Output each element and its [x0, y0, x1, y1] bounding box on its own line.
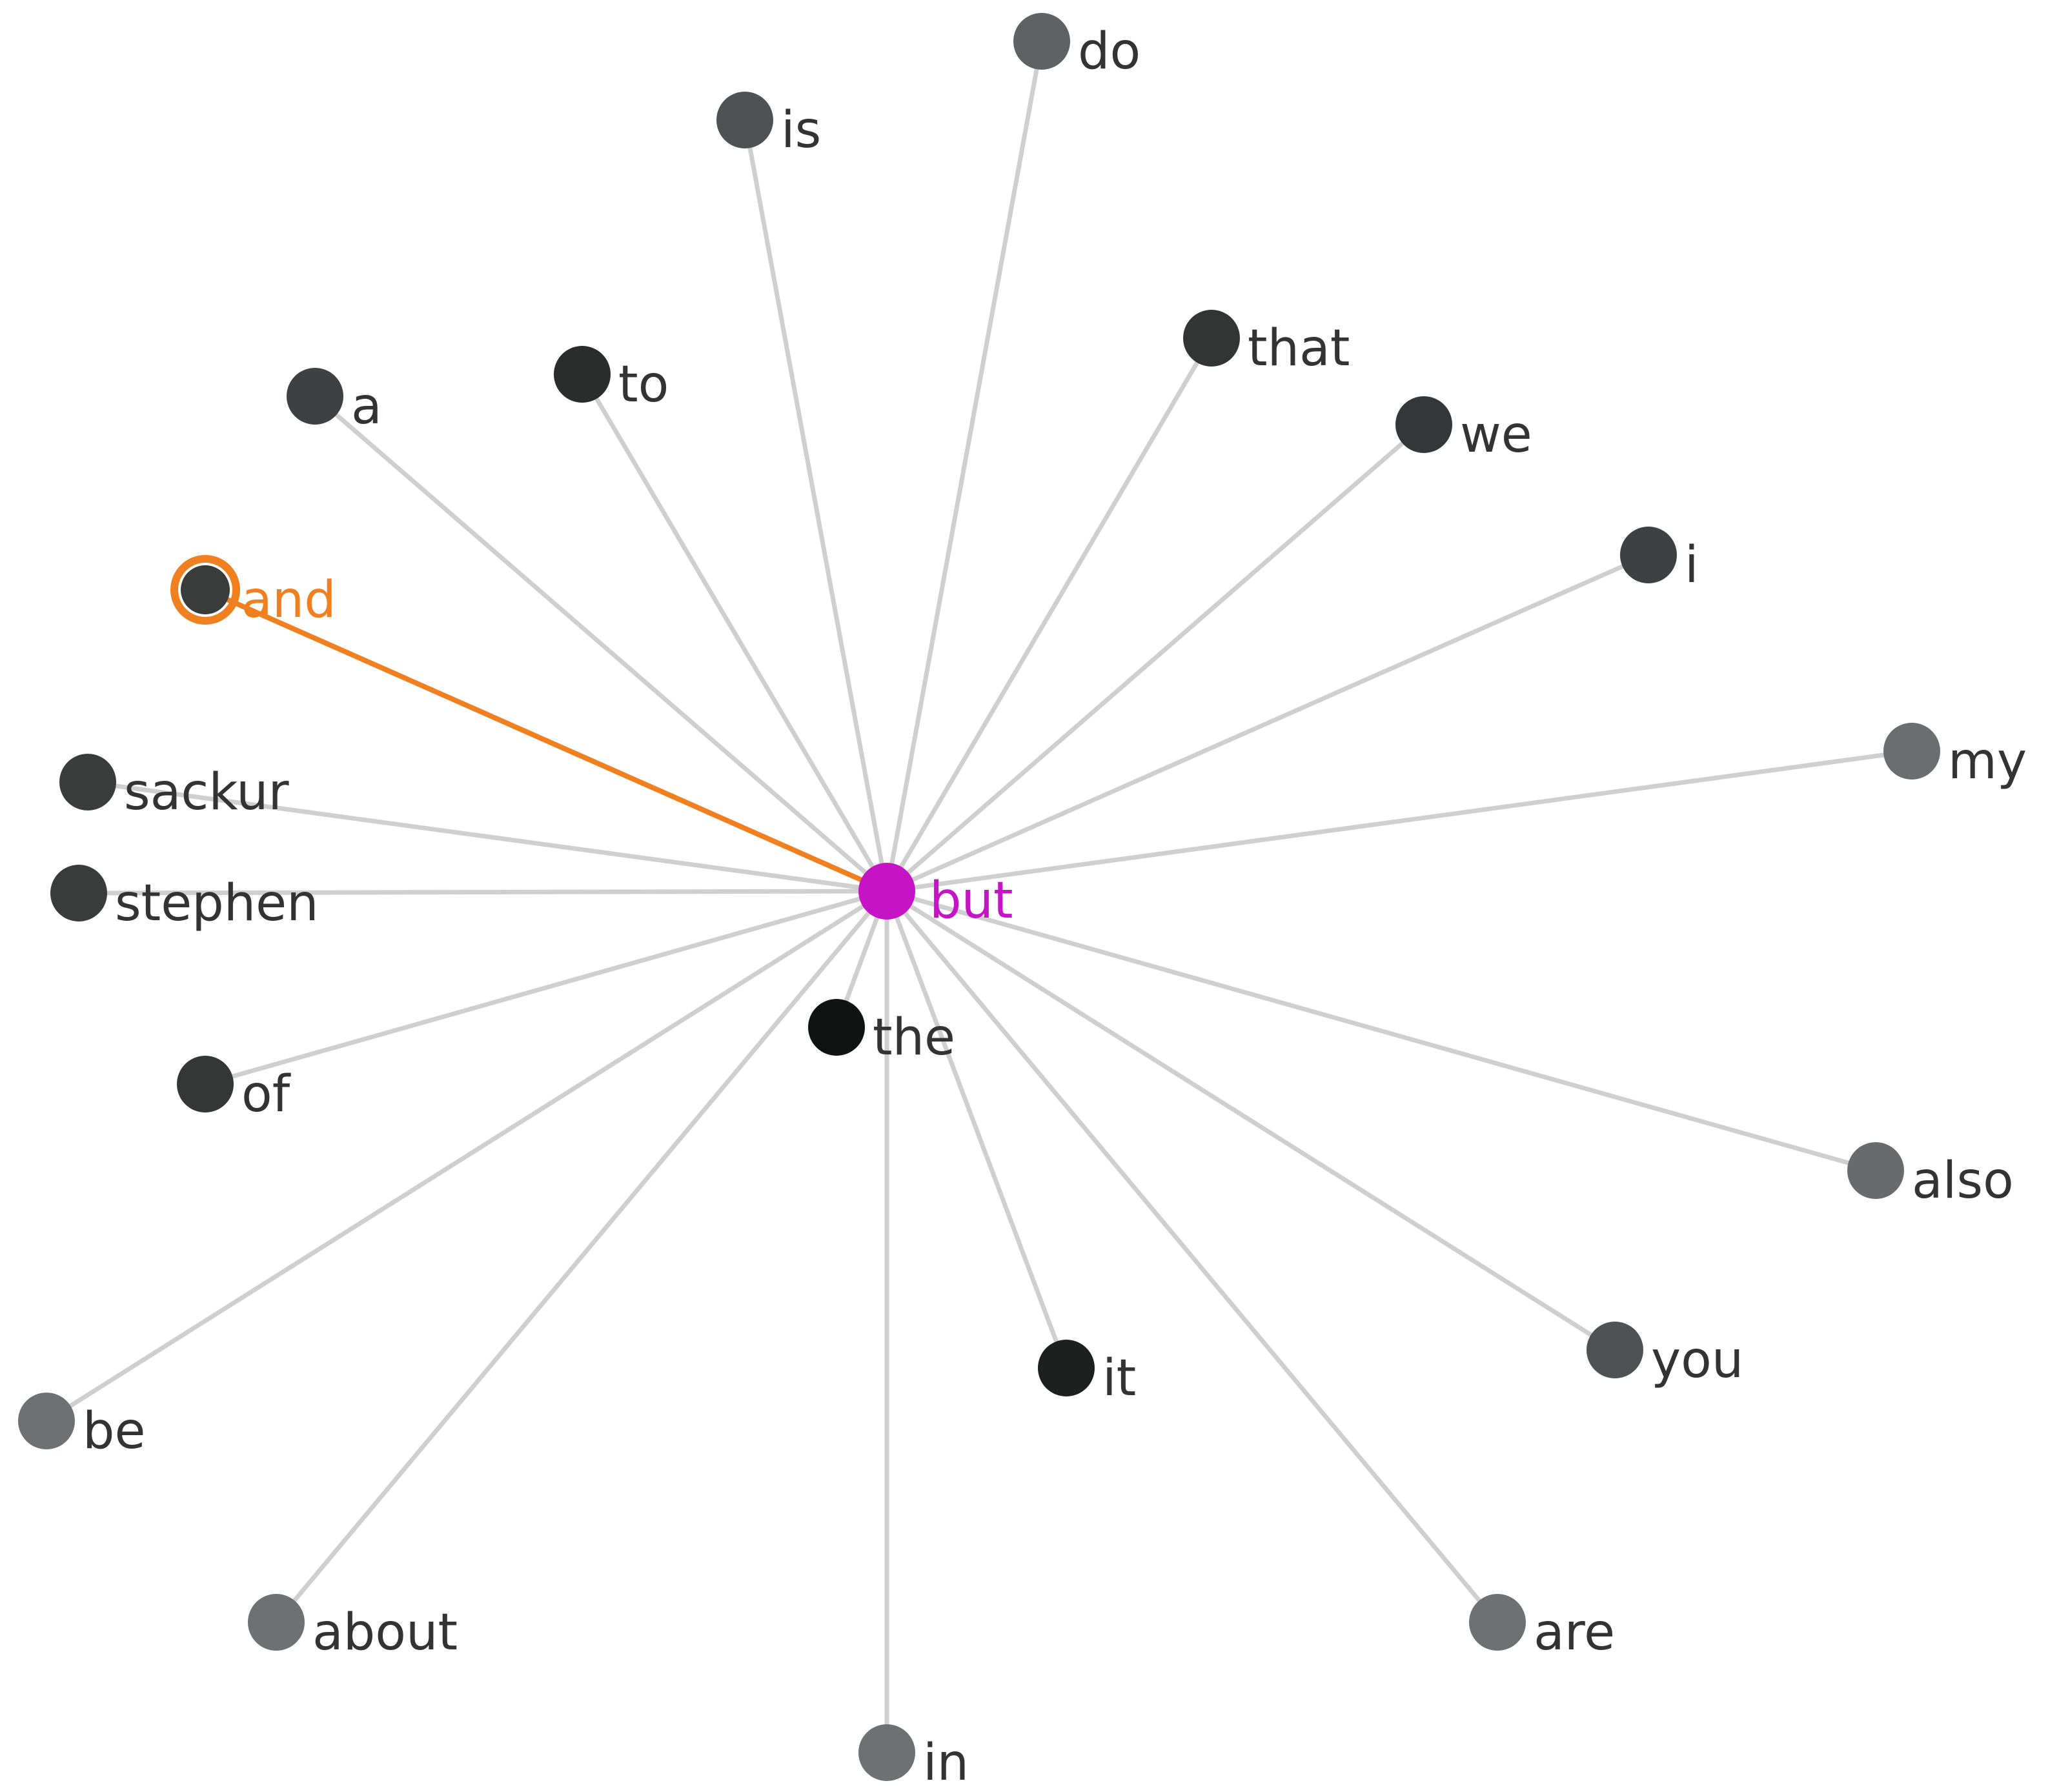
- edge-but-and: [203, 587, 889, 894]
- edge-but-of: [203, 889, 889, 1087]
- node-label-it: it: [1102, 1349, 1136, 1407]
- center-node-but[interactable]: but: [858, 863, 1013, 930]
- node-circle-be[interactable]: [18, 1393, 75, 1449]
- node-circle-in[interactable]: [858, 1724, 915, 1781]
- node-label-in: in: [923, 1734, 969, 1792]
- nodes: do is that to a we i and my sackur stephen the of als…: [18, 13, 2027, 1792]
- node-sackur[interactable]: sackur: [59, 754, 290, 821]
- node-we[interactable]: we: [1395, 396, 1532, 464]
- node-to[interactable]: to: [554, 346, 669, 414]
- node-stephen[interactable]: stephen: [50, 865, 319, 932]
- node-label-are: are: [1534, 1604, 1615, 1662]
- node-you[interactable]: you: [1587, 1322, 1743, 1389]
- node-label-to: to: [618, 356, 669, 414]
- node-label-stephen: stephen: [115, 874, 319, 932]
- node-label-you: you: [1651, 1331, 1743, 1389]
- node-label-i: i: [1685, 536, 1699, 594]
- node-be[interactable]: be: [18, 1393, 146, 1460]
- node-label-my: my: [1948, 732, 2027, 790]
- edge-but-my: [884, 749, 1914, 894]
- node-label-of: of: [241, 1065, 291, 1123]
- node-also[interactable]: also: [1847, 1142, 2014, 1210]
- node-circle-is[interactable]: [716, 92, 773, 148]
- edge-but-are: [884, 889, 1500, 1625]
- node-circle-sackur[interactable]: [59, 754, 116, 810]
- node-are[interactable]: are: [1469, 1594, 1615, 1662]
- node-do[interactable]: do: [1013, 13, 1141, 81]
- node-that[interactable]: that: [1183, 310, 1350, 378]
- edge-but-we: [884, 422, 1426, 894]
- node-circle-a[interactable]: [287, 368, 343, 425]
- node-circle-you[interactable]: [1587, 1322, 1643, 1378]
- node-my[interactable]: my: [1883, 723, 2027, 790]
- node-label-a: a: [351, 378, 382, 436]
- node-label-do: do: [1078, 23, 1141, 81]
- edge-but-is: [742, 117, 889, 894]
- node-label-about: about: [312, 1604, 458, 1662]
- edge-but-it: [884, 889, 1069, 1371]
- node-label-also: also: [1912, 1152, 2014, 1210]
- node-a[interactable]: a: [287, 368, 382, 436]
- node-label-that: that: [1248, 319, 1350, 378]
- center-node-label: but: [929, 872, 1013, 930]
- edge-but-sackur: [85, 780, 889, 894]
- node-the[interactable]: the: [808, 999, 955, 1067]
- node-it[interactable]: it: [1038, 1340, 1136, 1407]
- node-i[interactable]: i: [1620, 527, 1699, 594]
- node-circle-stephen[interactable]: [50, 865, 107, 921]
- node-of[interactable]: of: [177, 1056, 291, 1123]
- node-circle-the[interactable]: [808, 999, 865, 1056]
- node-label-the: the: [873, 1009, 955, 1067]
- node-circle-we[interactable]: [1395, 396, 1452, 453]
- node-circle-and[interactable]: [181, 565, 230, 614]
- edge-but-a: [312, 394, 889, 894]
- node-circle-also[interactable]: [1847, 1142, 1904, 1199]
- node-circle-it[interactable]: [1038, 1340, 1095, 1396]
- node-circle-do[interactable]: [1013, 13, 1070, 70]
- edge-but-to: [580, 372, 889, 894]
- node-circle-my[interactable]: [1883, 723, 1940, 780]
- node-label-we: we: [1460, 406, 1532, 464]
- edge-but-i: [884, 552, 1651, 894]
- edge-but-you: [884, 889, 1617, 1353]
- node-circle-of[interactable]: [177, 1056, 234, 1112]
- node-circle-i[interactable]: [1620, 527, 1677, 583]
- node-circle-to[interactable]: [554, 346, 611, 403]
- node-label-sackur: sackur: [124, 763, 290, 821]
- node-label-be: be: [83, 1402, 146, 1460]
- center-node-circle[interactable]: [858, 863, 915, 920]
- highlight-ring: [170, 555, 240, 625]
- edges: [44, 39, 1914, 1755]
- node-and[interactable]: and: [170, 555, 336, 629]
- edge-but-also: [884, 889, 1878, 1173]
- node-is[interactable]: is: [716, 92, 821, 159]
- node-circle-about[interactable]: [248, 1594, 305, 1651]
- node-circle-that[interactable]: [1183, 310, 1240, 367]
- node-label-is: is: [781, 101, 821, 159]
- edge-but-about: [274, 889, 889, 1625]
- node-circle-are[interactable]: [1469, 1594, 1526, 1651]
- edge-but-that: [884, 336, 1214, 894]
- node-in[interactable]: in: [858, 1724, 969, 1792]
- edge-but-do: [884, 39, 1044, 894]
- edge-but-be: [44, 889, 889, 1424]
- edge-but-stephen: [76, 889, 889, 896]
- node-label-and: and: [241, 571, 336, 629]
- node-about[interactable]: about: [248, 1594, 458, 1662]
